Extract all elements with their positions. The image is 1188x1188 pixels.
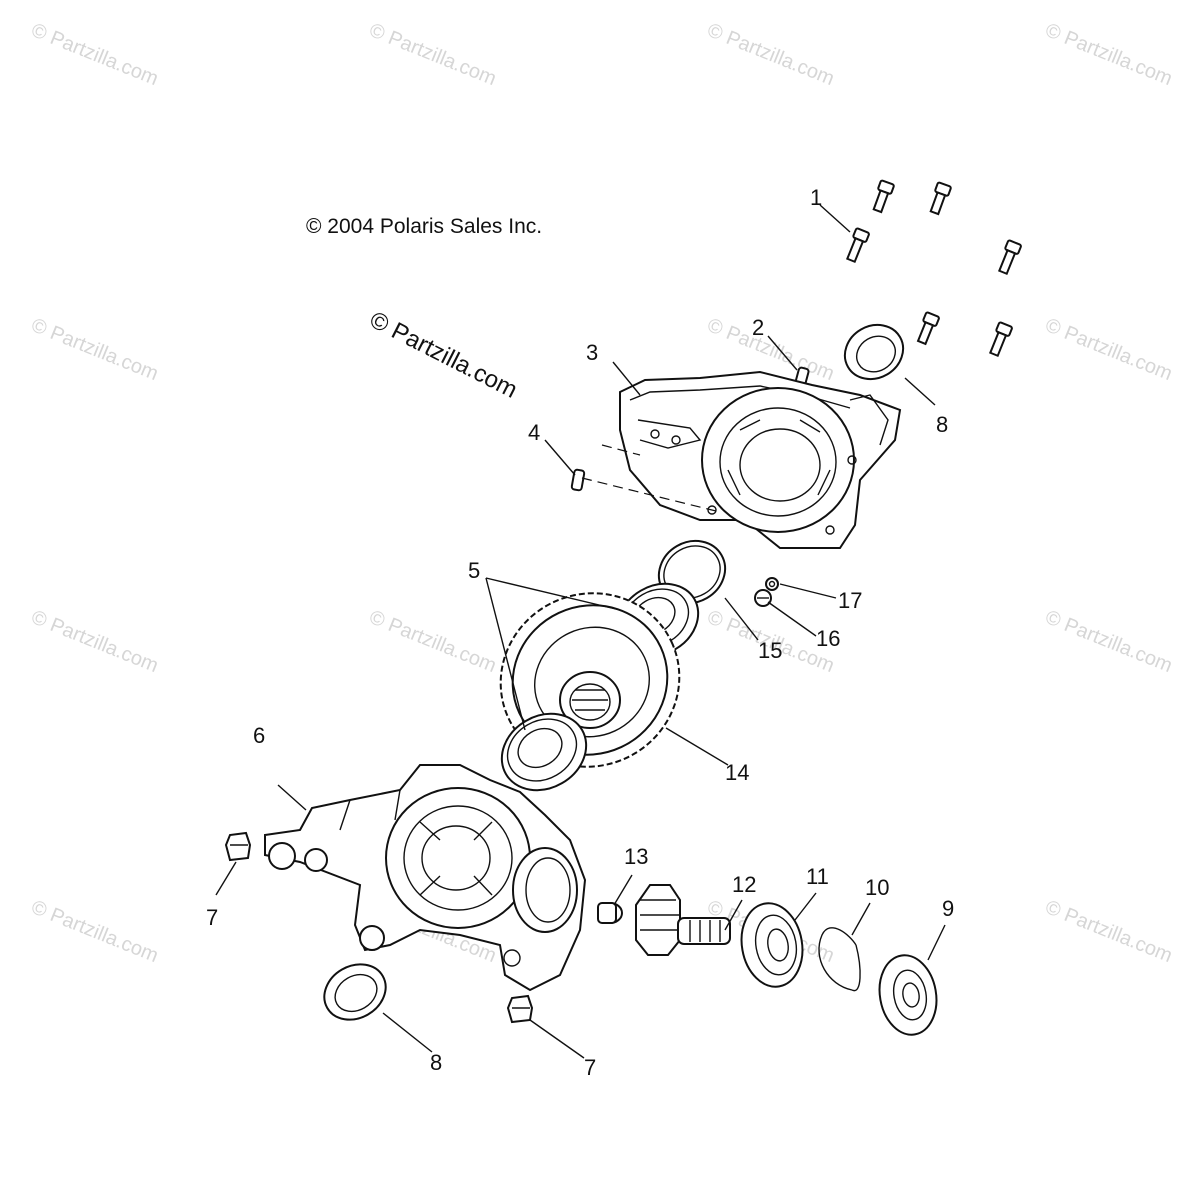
callout-17: 17 [838, 588, 862, 613]
callout-5: 5 [468, 558, 480, 583]
bolt-group [845, 179, 1022, 358]
callout-7a: 7 [206, 905, 218, 930]
ball-bearing [740, 902, 804, 988]
lower-bearing [500, 712, 588, 792]
callout-15: 15 [758, 638, 782, 663]
drain-plug [506, 994, 534, 1024]
watermark-tile: © Partzilla.com [28, 606, 161, 677]
bolt [929, 181, 952, 216]
callout-14: 14 [725, 760, 749, 785]
bolt [845, 227, 870, 264]
callout-8a: 8 [936, 412, 948, 437]
watermark-tile: © Partzilla.com [28, 314, 161, 385]
watermark-tile: © Partzilla.com [366, 19, 499, 90]
needle-bearing [597, 902, 623, 924]
brand-watermark: © Partzilla.com [365, 306, 521, 403]
watermark-tile: © Partzilla.com [366, 606, 499, 677]
callout-2: 2 [752, 315, 764, 340]
watermark-layer: © Partzilla.com © Partzilla.com © Partzi… [28, 19, 1175, 967]
bolt [988, 321, 1013, 358]
callout-10: 10 [865, 875, 889, 900]
callout-6: 6 [253, 723, 265, 748]
watermark-tile: © Partzilla.com [28, 19, 161, 90]
upper-housing-cover [619, 370, 902, 549]
pinion-shaft [635, 884, 731, 956]
lower-housing [264, 764, 587, 992]
watermark-tile: © Partzilla.com [1042, 896, 1175, 967]
snap-ring [818, 927, 861, 992]
lower-seal [323, 963, 387, 1021]
alignment-line [581, 477, 721, 513]
washer [765, 577, 779, 591]
copyright-text: © 2004 Polaris Sales Inc. [306, 215, 542, 238]
callout-8b: 8 [430, 1050, 442, 1075]
bolt [872, 179, 895, 214]
output-seal [878, 954, 938, 1036]
callout-16: 16 [816, 626, 840, 651]
callout-12: 12 [732, 872, 756, 897]
watermark-tile: © Partzilla.com [1042, 19, 1175, 90]
leader-lines [215, 204, 946, 1059]
upper-seal [843, 323, 905, 381]
alignment-line [601, 444, 641, 456]
callout-9: 9 [942, 896, 954, 921]
callout-11: 11 [806, 864, 829, 889]
callout-labels: 1 2 3 4 5 6 7 7 8 8 9 10 11 12 13 14 15 … [206, 185, 954, 1080]
bolt [916, 311, 940, 346]
callout-13: 13 [624, 844, 648, 869]
watermark-tile: © Partzilla.com [28, 896, 161, 967]
drain-screw [754, 589, 772, 607]
callout-1: 1 [810, 185, 822, 210]
watermark-tile: © Partzilla.com [704, 19, 837, 90]
bolt [997, 239, 1022, 276]
callout-3: 3 [586, 340, 598, 365]
watermark-tile: © Partzilla.com [1042, 606, 1175, 677]
fill-plug [224, 831, 252, 862]
callout-4: 4 [528, 420, 540, 445]
watermark-tile: © Partzilla.com [1042, 314, 1175, 385]
callout-7b: 7 [584, 1055, 596, 1080]
